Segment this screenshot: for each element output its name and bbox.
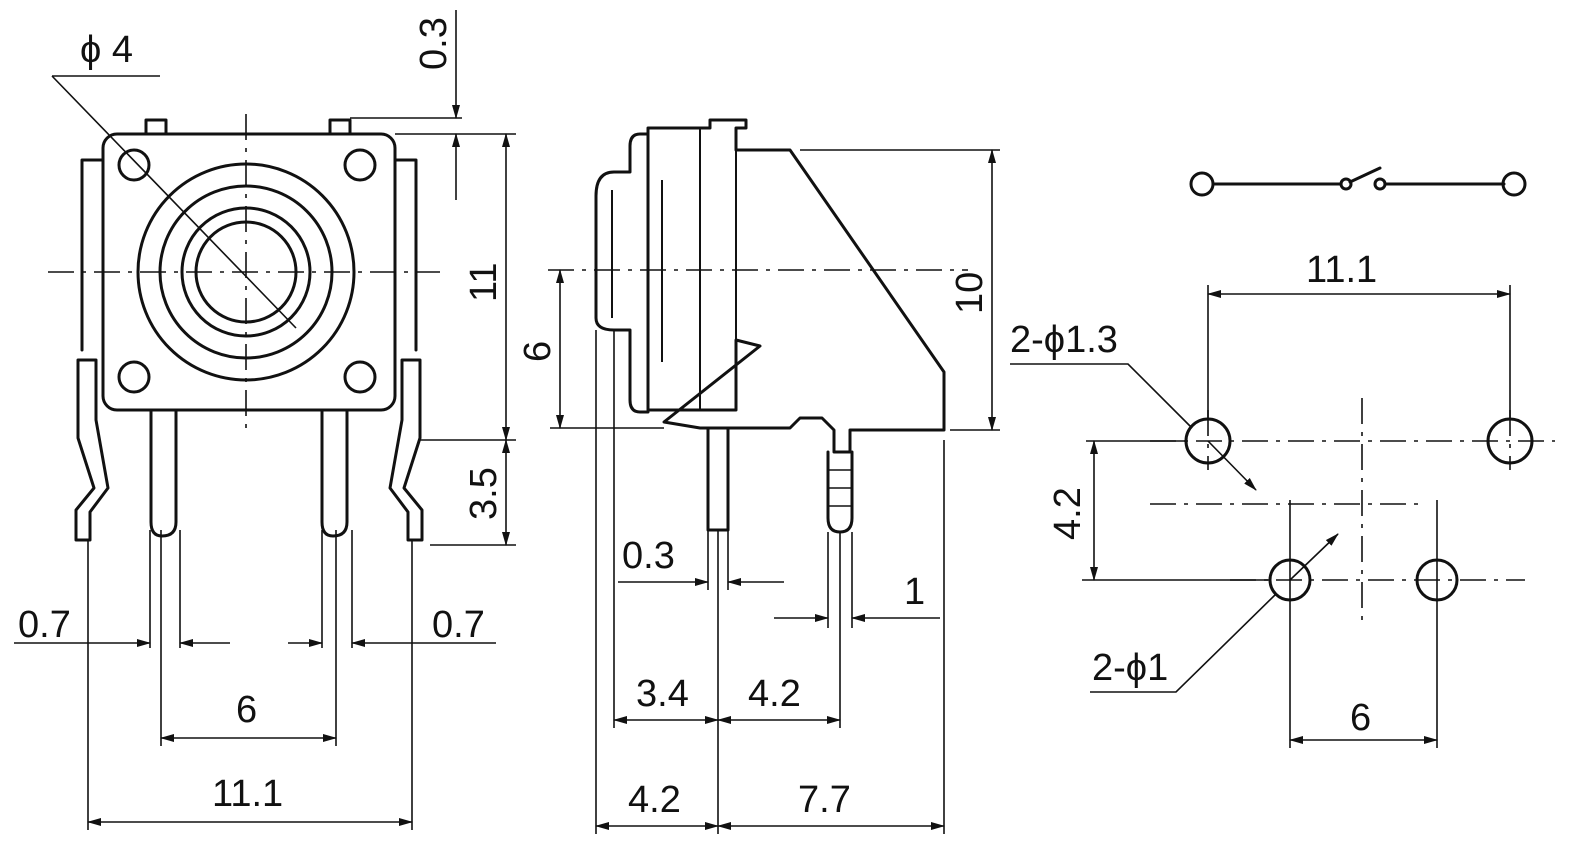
corner-hole-tl <box>117 148 151 182</box>
pcb-vertical-label: 4.2 <box>1047 487 1089 540</box>
pcb-layout: 11.1 2-ϕ1.3 4.2 2-ϕ1 6 <box>1010 249 1555 748</box>
side-pin-right <box>826 450 854 534</box>
top-tab-left <box>144 118 168 136</box>
side-4-2-lower-label: 4.2 <box>628 779 681 821</box>
pcb-pitch-label: 6 <box>1350 697 1371 739</box>
side-3-4-label: 3.4 <box>636 673 689 715</box>
side-body-height-label: 10 <box>949 272 991 314</box>
front-pin-pitch-label: 6 <box>236 689 257 731</box>
front-dia-knob-label: ϕ 4 <box>80 29 133 71</box>
side-view: 6 10 0.3 1 3.4 4.2 4.2 7.7 <box>517 118 1000 834</box>
pcb-hole-large-label: 2-ϕ1.3 <box>1010 319 1118 361</box>
pcb-width-label: 11.1 <box>1306 249 1377 291</box>
switch-schematic-symbol <box>1189 166 1527 197</box>
top-tab-right <box>328 118 352 136</box>
front-pin-length-label: 3.5 <box>463 467 505 520</box>
front-top-dim-label: 0.3 <box>413 17 455 70</box>
lead-left <box>74 358 110 542</box>
side-bracket-left <box>80 158 105 352</box>
corner-hole-bl <box>117 360 151 394</box>
front-left-lead-label: 0.7 <box>18 604 71 646</box>
side-knob-height-label: 6 <box>517 341 559 362</box>
side-lead-thickness-label: 0.3 <box>622 535 675 577</box>
pin-right <box>320 408 349 538</box>
corner-hole-br <box>343 360 377 394</box>
side-7-7-label: 7.7 <box>798 779 851 821</box>
side-pin-left <box>706 426 730 532</box>
front-view: ϕ 4 0.3 11 3.5 0.7 0.7 6 11.1 <box>14 10 516 830</box>
front-height-dim-label: 11 <box>463 263 505 302</box>
corner-hole-tr <box>343 148 377 182</box>
button-flange <box>594 132 650 414</box>
side-4-2-upper-label: 4.2 <box>748 673 801 715</box>
lead-right <box>388 358 424 542</box>
side-bracket-right <box>393 158 418 352</box>
pcb-hole-small-label: 2-ϕ1 <box>1092 647 1168 689</box>
side-pin-width-label: 1 <box>904 571 925 613</box>
front-width-label: 11.1 <box>212 773 283 815</box>
pin-left <box>149 408 178 538</box>
front-right-lead-label: 0.7 <box>432 604 485 646</box>
housing-side <box>646 118 946 454</box>
